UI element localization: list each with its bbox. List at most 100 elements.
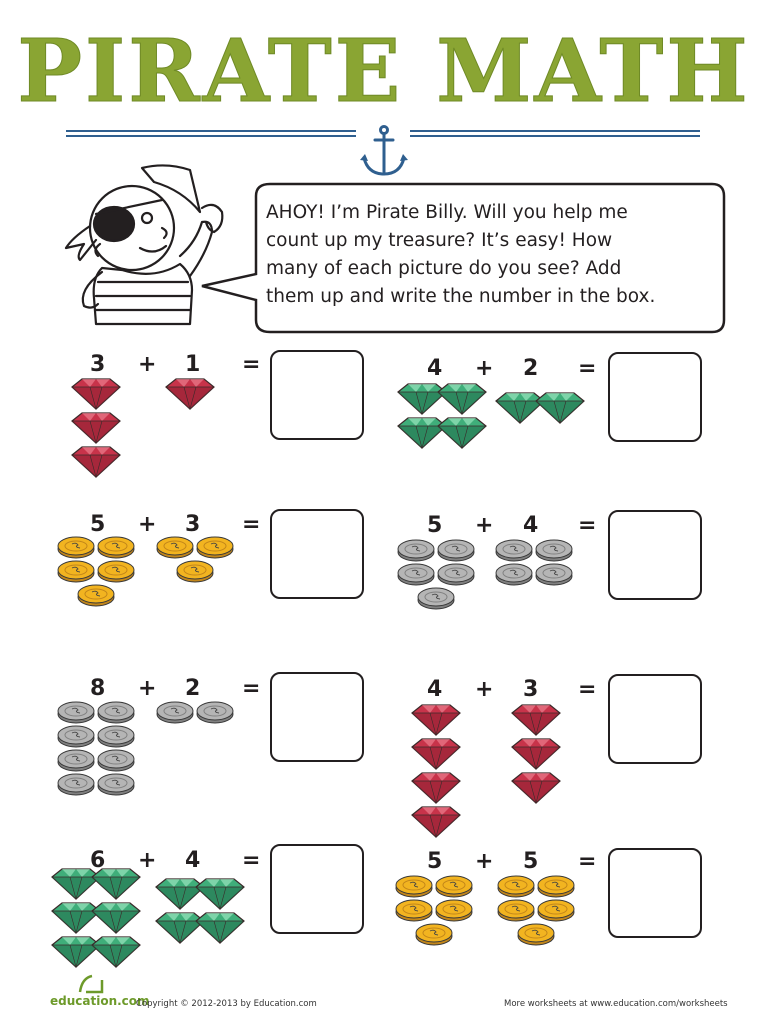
addend-a: 3 (90, 352, 106, 377)
gold-treasure-icon (195, 535, 235, 563)
gold-treasure-icon (414, 922, 454, 950)
addend-b: 1 (185, 352, 201, 377)
plus-sign: + (475, 513, 494, 538)
plus-sign: + (138, 848, 157, 873)
equals-sign: = (578, 513, 597, 538)
answer-box[interactable] (608, 848, 702, 938)
silver-treasure-icon (396, 562, 436, 590)
ruby-treasure-icon (510, 704, 562, 740)
copyright-text: Copyright © 2012-2013 by Education.com (136, 999, 317, 1009)
addend-b: 4 (523, 513, 539, 538)
answer-box[interactable] (270, 844, 364, 934)
gold-treasure-icon (56, 535, 96, 563)
emerald-treasure-icon (90, 936, 142, 972)
gold-treasure-icon (536, 898, 576, 926)
emerald-treasure-icon (436, 383, 488, 419)
equals-sign: = (242, 512, 261, 537)
emerald-treasure-icon (396, 417, 448, 453)
page-title: PIRATE MATH (17, 21, 751, 122)
ruby-treasure-icon (164, 378, 216, 414)
silver-treasure-icon (436, 562, 476, 590)
plus-sign: + (475, 849, 494, 874)
emerald-treasure-icon (396, 383, 448, 419)
pirate-billy-illustration (64, 164, 224, 326)
more-worksheets-text: More worksheets at www.education.com/wor… (504, 999, 728, 1009)
answer-box[interactable] (608, 510, 702, 600)
ruby-treasure-icon (70, 446, 122, 482)
emerald-treasure-icon (436, 417, 488, 453)
intro-line: many of each picture do you see? Add (266, 258, 622, 279)
silver-treasure-icon (416, 586, 456, 614)
addend-b: 2 (185, 676, 201, 701)
ruby-treasure-icon (510, 738, 562, 774)
logo-text: education.com (50, 994, 150, 1008)
silver-treasure-icon (494, 562, 534, 590)
ruby-treasure-icon (410, 772, 462, 808)
emerald-treasure-icon (50, 868, 102, 904)
addend-a: 8 (90, 676, 106, 701)
addend-a: 5 (90, 512, 106, 537)
plus-sign: + (475, 677, 494, 702)
gold-treasure-icon (434, 874, 474, 902)
ruby-treasure-icon (410, 738, 462, 774)
silver-treasure-icon (96, 700, 136, 728)
emerald-treasure-icon (534, 392, 586, 428)
answer-box[interactable] (608, 674, 702, 764)
gold-treasure-icon (496, 874, 536, 902)
silver-treasure-icon (96, 724, 136, 752)
silver-treasure-icon (56, 748, 96, 776)
silver-treasure-icon (56, 772, 96, 800)
silver-treasure-icon (96, 748, 136, 776)
intro-text: AHOY! I’m Pirate Billy. Will you help me… (266, 199, 716, 311)
ruby-treasure-icon (70, 412, 122, 448)
gold-treasure-icon (434, 898, 474, 926)
equals-sign: = (578, 849, 597, 874)
silver-treasure-icon (56, 700, 96, 728)
answer-box[interactable] (270, 672, 364, 762)
logo-icon (78, 974, 104, 994)
addend-a: 4 (427, 677, 443, 702)
plus-sign: + (475, 356, 494, 381)
emerald-treasure-icon (154, 878, 206, 914)
gold-treasure-icon (394, 874, 434, 902)
gold-treasure-icon (96, 535, 136, 563)
answer-box[interactable] (270, 350, 364, 440)
addend-a: 6 (90, 848, 106, 873)
addend-b: 4 (185, 848, 201, 873)
emerald-treasure-icon (90, 902, 142, 938)
equals-sign: = (578, 677, 597, 702)
silver-treasure-icon (396, 538, 436, 566)
gold-treasure-icon (155, 535, 195, 563)
emerald-treasure-icon (194, 878, 246, 914)
emerald-treasure-icon (494, 392, 546, 428)
intro-line: AHOY! I’m Pirate Billy. Will you help me (266, 202, 628, 223)
answer-box[interactable] (270, 509, 364, 599)
silver-treasure-icon (494, 538, 534, 566)
gold-treasure-icon (536, 874, 576, 902)
intro-line: them up and write the number in the box. (266, 286, 656, 307)
gold-treasure-icon (496, 898, 536, 926)
plus-sign: + (138, 676, 157, 701)
plus-sign: + (138, 352, 157, 377)
silver-treasure-icon (155, 700, 195, 728)
answer-box[interactable] (608, 352, 702, 442)
addend-a: 5 (427, 849, 443, 874)
ruby-treasure-icon (510, 772, 562, 808)
addend-b: 2 (523, 356, 539, 381)
gold-treasure-icon (394, 898, 434, 926)
addend-a: 5 (427, 513, 443, 538)
gold-treasure-icon (56, 559, 96, 587)
equals-sign: = (242, 676, 261, 701)
gold-treasure-icon (175, 559, 215, 587)
equals-sign: = (578, 356, 597, 381)
silver-treasure-icon (195, 700, 235, 728)
ruby-treasure-icon (410, 704, 462, 740)
gold-treasure-icon (516, 922, 556, 950)
emerald-treasure-icon (194, 912, 246, 948)
addend-b: 3 (523, 677, 539, 702)
addend-b: 5 (523, 849, 539, 874)
silver-treasure-icon (534, 562, 574, 590)
addend-a: 4 (427, 356, 443, 381)
equals-sign: = (242, 352, 261, 377)
intro-line: count up my treasure? It’s easy! How (266, 230, 613, 251)
